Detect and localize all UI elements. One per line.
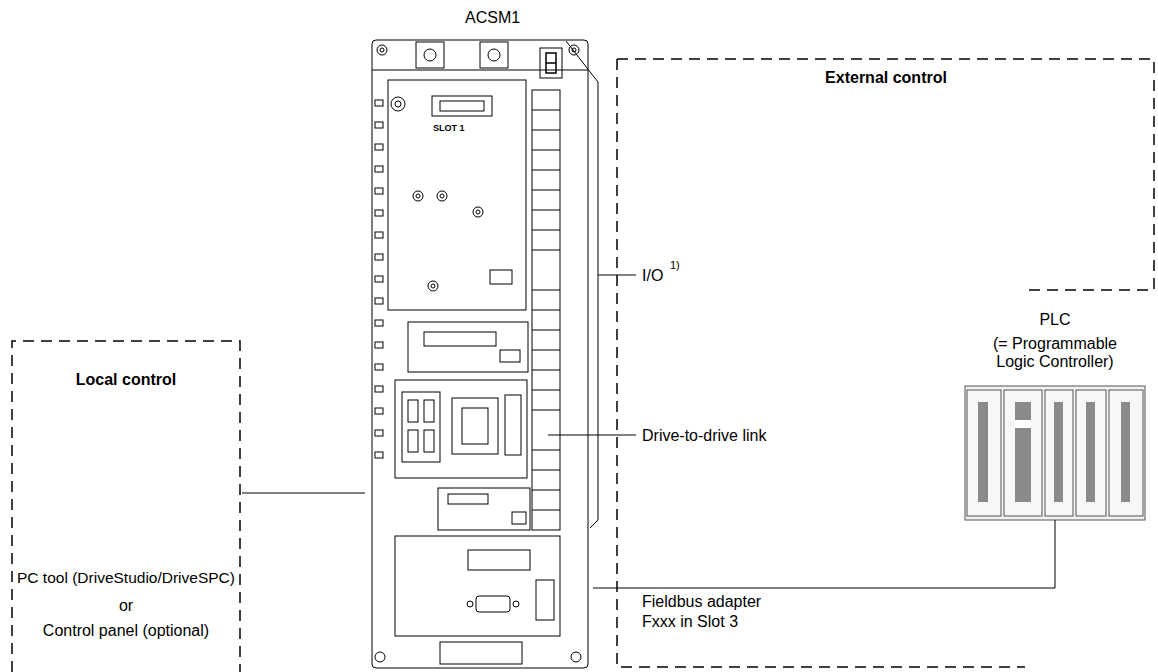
node-text: or (119, 596, 133, 615)
plc-box: PLC(= Programmable Logic Controller) (965, 385, 1145, 520)
plc-illustration (965, 386, 1145, 520)
drive-unit: ACSM1 (365, 38, 593, 672)
dashed-line (617, 59, 1154, 667)
node-heading: Local control (76, 370, 176, 389)
drive-link-leader (548, 435, 636, 436)
node-heading: ACSM1 (465, 8, 520, 27)
footnote-mark: 1) (670, 259, 680, 272)
node-text: (= Programmable Logic Controller) (980, 335, 1130, 371)
drive-illustration (372, 40, 588, 668)
control-region: Local control PC tool (DriveStudio/DriveS… (10, 340, 242, 672)
port-label: Drive-to-drive link (642, 426, 766, 445)
dashed-line (12, 341, 240, 672)
slot-label: SLOT 1 (432, 123, 466, 134)
edge-label: Fieldbus adapter Fxxx in Slot 3 (642, 592, 777, 632)
node-heading: External control (825, 68, 947, 87)
connector (593, 520, 1055, 588)
io-bracket (566, 41, 598, 528)
node-heading: PLC (1039, 310, 1070, 329)
node-text: PC tool (DriveStudio/DriveSPC) (17, 569, 235, 588)
node-text: Control panel (optional) (43, 621, 209, 640)
port-label: I/O (642, 266, 663, 285)
control-region: External controlPLC(= Programmable Logic… (616, 58, 1156, 670)
connector (242, 493, 365, 494)
